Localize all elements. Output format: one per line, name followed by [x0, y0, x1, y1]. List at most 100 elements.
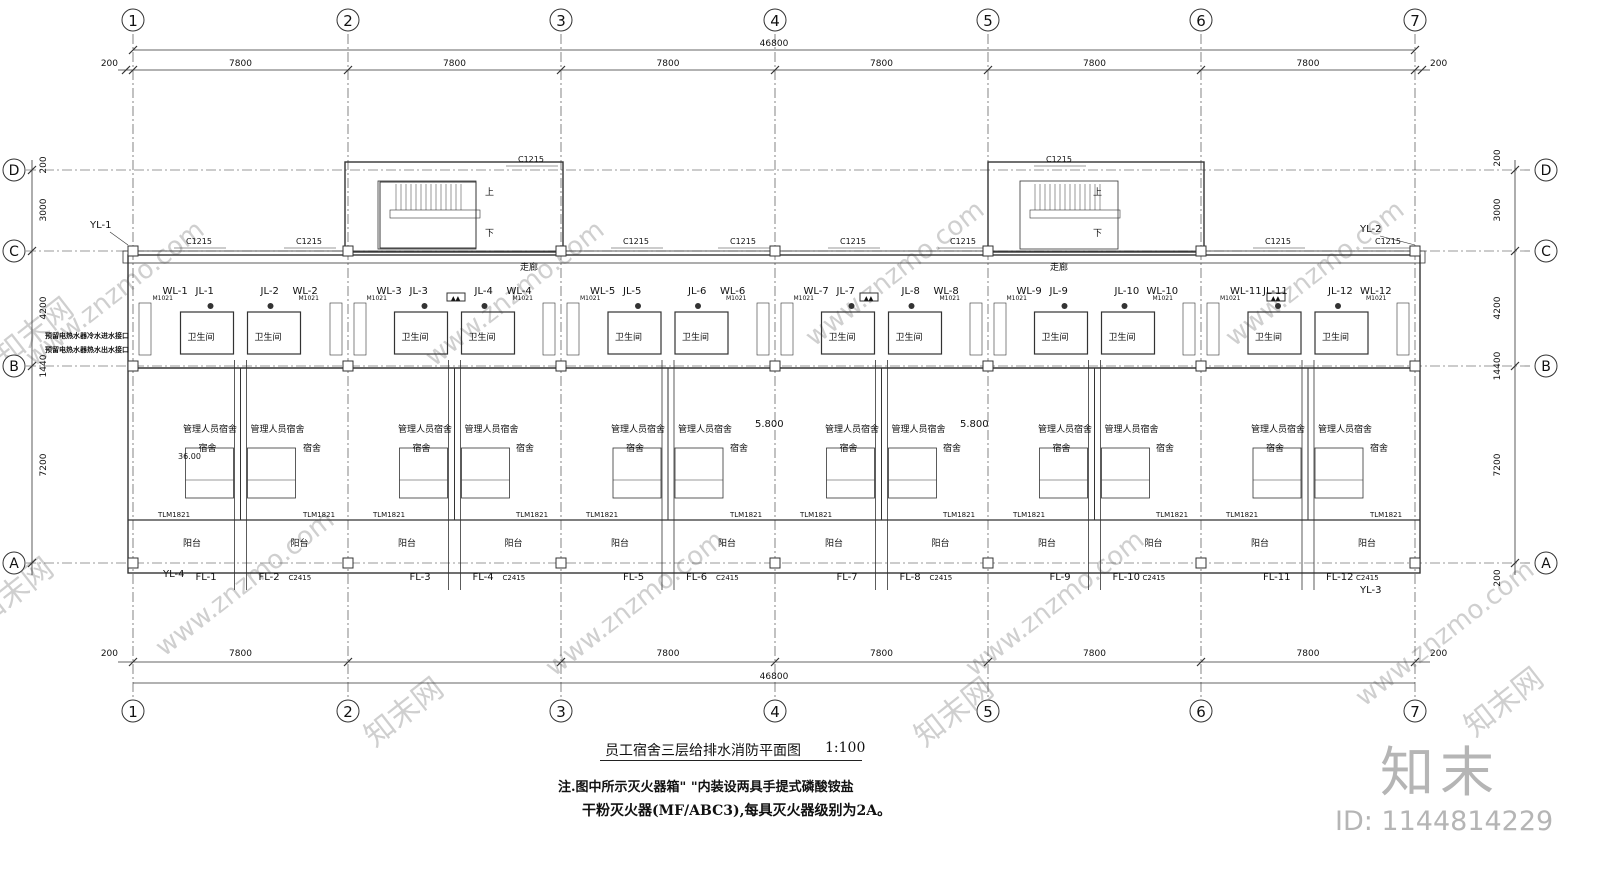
axis-label-bottom: 1 [128, 703, 138, 721]
door-label: TLM1821 [157, 511, 190, 519]
column-pillar [982, 245, 994, 257]
bathroom-left [179, 311, 235, 355]
dorm-label: 宿舍 [1266, 442, 1284, 454]
dorm-bay [993, 302, 1196, 590]
bed-left [1039, 447, 1088, 499]
wl-pipe-label: WL-10 [1147, 286, 1179, 297]
wardrobe [756, 302, 770, 356]
door-label: TLM1821 [302, 511, 335, 519]
dim-text-left: 4200 [39, 296, 49, 319]
dim-tick [27, 165, 37, 175]
extinguisher-icon: ▲▲ [1271, 295, 1281, 302]
dim-tick [1510, 246, 1520, 256]
fl-pipe-label: FL-1 [196, 572, 217, 583]
axis-label-bottom: 6 [1196, 703, 1206, 721]
balcony-label: 阳台 [1251, 537, 1269, 549]
leader-line [109, 231, 129, 246]
dim-text-right: 14400 [1493, 351, 1503, 380]
wardrobe [1206, 302, 1220, 356]
column-pillar [127, 245, 139, 257]
column-pillar [555, 360, 567, 372]
balcony-label: 阳台 [825, 537, 843, 549]
pipe-riser [1121, 303, 1128, 309]
balcony-label: 阳台 [505, 537, 523, 549]
dim-total-text: 46800 [760, 39, 789, 49]
stair-landing [1029, 209, 1121, 219]
bed-right [888, 447, 937, 499]
dim-tick [128, 65, 138, 75]
dim-text: 7800 [1297, 649, 1320, 659]
window-label: C2415 [930, 574, 953, 582]
pipe-riser [421, 303, 428, 309]
axis-bubble-top [336, 8, 360, 32]
balcony-label: 阳台 [1145, 537, 1163, 549]
door-label: TLM1821 [372, 511, 405, 519]
column-pillar [555, 245, 567, 257]
axis-bubble-top [121, 8, 145, 32]
window-label: C2415 [1143, 574, 1166, 582]
dorm-bay [353, 302, 556, 590]
dim-tick [1510, 558, 1520, 568]
axis-label-left: B [9, 359, 19, 375]
extinguisher-box [446, 292, 466, 302]
yl-pipe-label: YL-4 [162, 569, 184, 580]
stair-well [379, 181, 477, 249]
column-pillar [555, 557, 567, 569]
axis-bubble-left [2, 239, 26, 263]
dorm-label: 宿舍 [943, 442, 961, 454]
door-label: M1021 [1007, 295, 1028, 302]
dim-tick [27, 361, 37, 371]
toilet-label: 卫生间 [1042, 331, 1069, 343]
column-pillar [342, 557, 354, 569]
pipe-riser [207, 303, 214, 309]
window-label: C1215 [840, 237, 866, 246]
dorm-manager-label: 管理人员宿舍 [1105, 423, 1159, 435]
wardrobe [993, 302, 1007, 356]
dorm-label: 宿舍 [1156, 442, 1174, 454]
bathroom-left [1247, 311, 1302, 355]
fl-pipe-label: FL-2 [259, 572, 280, 583]
column-pillar [769, 557, 781, 569]
axis-bubble-bottom [336, 699, 360, 723]
toilet-label: 卫生间 [829, 331, 856, 343]
dim-tick [1410, 65, 1420, 75]
axis-label-left: A [9, 556, 19, 572]
watermark-text: www.znzmo.com [800, 195, 990, 353]
dim-tick [1510, 165, 1520, 175]
column-pillar [1195, 360, 1207, 372]
door-label: TLM1821 [942, 511, 975, 519]
watermark-text: www.znzmo.com [150, 505, 340, 663]
dim-tick [343, 65, 353, 75]
dim-text-edge: 200 [101, 649, 118, 659]
stair-up-label: 上 [1093, 187, 1102, 198]
dim-tick [27, 246, 37, 256]
extinguisher-icon: ▲▲ [864, 295, 874, 302]
column-pillar [342, 245, 354, 257]
door-label: M1021 [513, 295, 534, 302]
door-label: TLM1821 [1369, 511, 1402, 519]
wl-pipe-label: WL-4 [507, 286, 532, 297]
extinguisher-icon: ▲▲ [451, 295, 461, 302]
axis-label-bottom: 7 [1410, 703, 1420, 721]
column-pillar [127, 557, 139, 569]
bed-right [1314, 447, 1364, 499]
note-line-1: 注.图中所示灭火器箱" "内装设两具手提式磷酸铵盐 [558, 780, 854, 795]
dorm-manager-label: 管理人员宿舍 [251, 423, 305, 435]
axis-bubble-bottom [976, 699, 1000, 723]
yl-pipe-label: YL-3 [1359, 585, 1381, 596]
balcony-label: 阳台 [398, 537, 416, 549]
dim-tick [556, 657, 566, 667]
column-pillar [342, 360, 354, 372]
window-label: C1215 [1375, 237, 1401, 246]
dorm-manager-label: 管理人员宿舍 [611, 423, 665, 435]
fl-pipe-label: FL-3 [410, 572, 431, 583]
axis-label-top: 1 [128, 12, 138, 30]
elevation-label: 5.800 [755, 419, 784, 430]
door-label: TLM1821 [1155, 511, 1188, 519]
axis-label-top: 3 [556, 12, 566, 30]
wl-pipe-label: WL-8 [934, 286, 959, 297]
window-label: C1215 [296, 237, 322, 246]
wl-pipe-label: WL-5 [590, 286, 615, 297]
window-label: C1215 [1265, 237, 1291, 246]
